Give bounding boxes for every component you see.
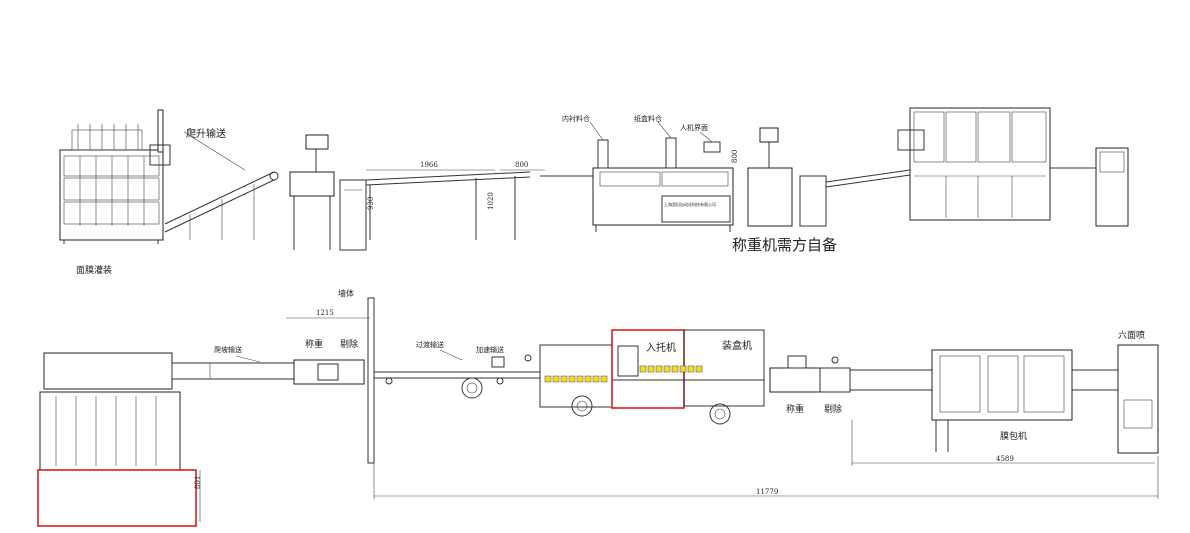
plan-view: 801 爬坡输送 1215 称重 剔除 墙体 bbox=[37, 288, 1159, 527]
weigher-elevation: 930 bbox=[289, 134, 375, 251]
label-film-wrapper: 膜包机 bbox=[1000, 430, 1027, 442]
label-liner-bin: 内衬料仓 bbox=[562, 114, 590, 123]
label-filling-machine: 面膜灌装 bbox=[76, 264, 112, 276]
dim-800v: 800 bbox=[731, 150, 739, 163]
dim-1966: 1966 bbox=[420, 161, 438, 169]
label-weigh: 称重 bbox=[305, 338, 323, 350]
weigh-reject-plan: 1215 称重 剔除 bbox=[286, 309, 370, 385]
label-tray-loader: 入托机 bbox=[646, 341, 676, 354]
wall: 墙体 bbox=[338, 288, 375, 464]
weigh2-reject2-plan: 称重 剔除 bbox=[769, 355, 932, 415]
dim-930: 930 bbox=[367, 197, 375, 210]
climb-conveyor-plan: 爬坡输送 bbox=[171, 345, 295, 380]
label-climb-conveyor-plan: 爬坡输送 bbox=[214, 345, 242, 354]
label-wall: 墙体 bbox=[338, 288, 354, 298]
label-reject: 剔除 bbox=[340, 338, 358, 350]
film-wrapper-plan: 膜包机 六面喷 bbox=[931, 329, 1159, 454]
long-conveyor-elevation: 1966 800 1020 bbox=[365, 161, 545, 240]
climb-conveyor-elevation: 爬升输送 bbox=[164, 127, 279, 240]
label-weigh2: 称重 bbox=[786, 403, 804, 415]
label-company-plate: 上海澄旧自动化科技有限公司 bbox=[664, 201, 716, 207]
transition-conveyor-plan: 过渡输送 加速输送 bbox=[374, 340, 540, 399]
label-carton-bin: 纸盒料仓 bbox=[634, 114, 662, 123]
label-accel-conveyor: 加速输送 bbox=[476, 345, 504, 354]
label-reject2: 剔除 bbox=[824, 403, 842, 415]
dim-4589: 4589 bbox=[996, 455, 1014, 463]
product-track bbox=[544, 365, 703, 383]
label-cartoner: 装盒机 bbox=[722, 339, 752, 352]
dim-800: 800 bbox=[515, 161, 528, 169]
cartoner-elevation: 上海澄旧自动化科技有限公司 内衬料仓 纸盒料仓 人机界面 bbox=[540, 114, 734, 232]
dim-11779: 11779 bbox=[756, 488, 778, 496]
label-six-side-inkjet: 六面喷 bbox=[1118, 329, 1145, 341]
dim-801: 801 bbox=[194, 476, 202, 489]
label-weigher-note: 称重机需方自备 bbox=[732, 236, 837, 254]
dim-1020: 1020 bbox=[487, 192, 495, 210]
filling-machine: 面膜灌装 bbox=[59, 109, 171, 276]
weigher2-elevation: 800 称重机需方自备 bbox=[731, 127, 911, 254]
label-hmi: 人机界面 bbox=[680, 123, 708, 132]
label-transition-conveyor: 过渡输送 bbox=[416, 340, 444, 349]
dim-1215: 1215 bbox=[316, 309, 334, 317]
label-climb-conveyor: 爬升输送 bbox=[186, 127, 226, 140]
elevation-view: 面膜灌装 爬升输送 930 bbox=[59, 107, 1129, 276]
overall-dimensions: 4589 11779 bbox=[373, 420, 1159, 499]
film-wrapper-elevation bbox=[897, 107, 1129, 227]
cartoner-plan: 入托机 装盒机 bbox=[539, 329, 765, 425]
